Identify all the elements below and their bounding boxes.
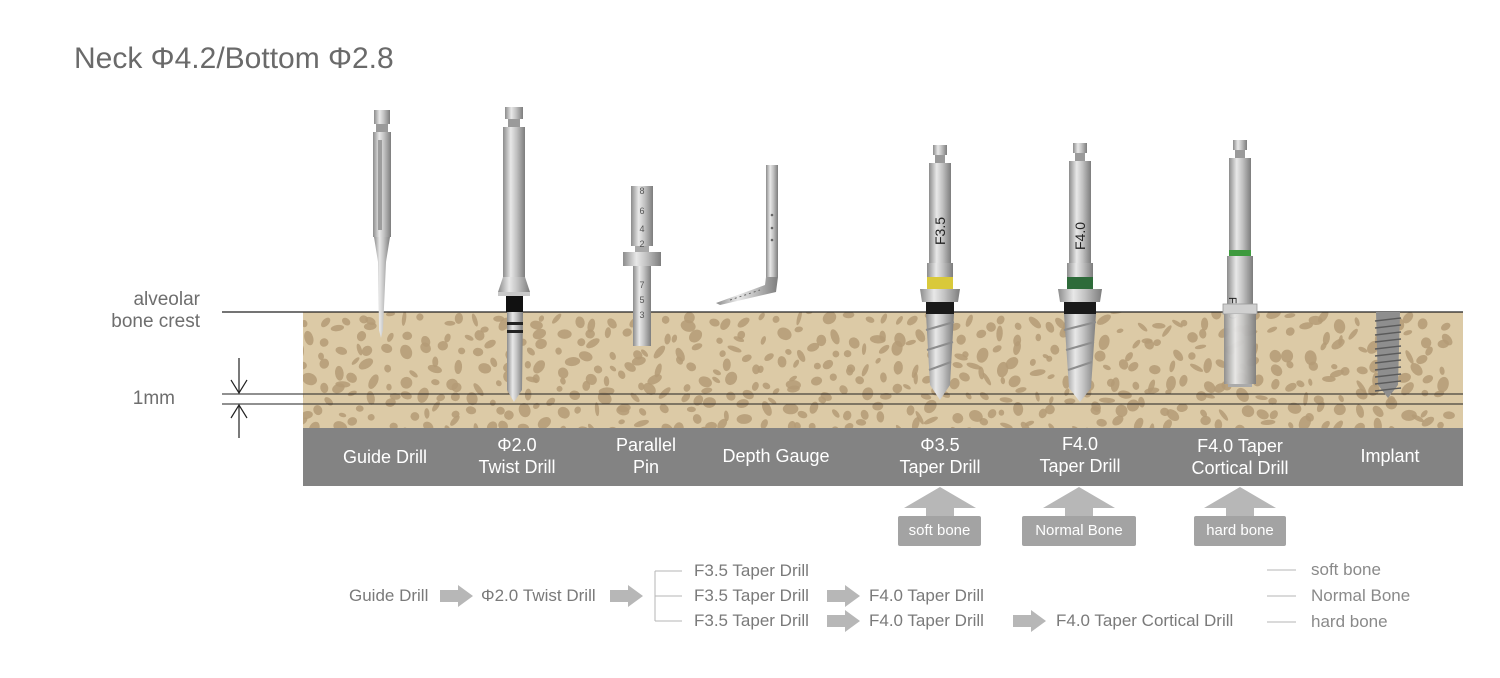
step-label-taper-drill-35: Φ3.5 Taper Drill [880, 434, 1000, 478]
flow-arrow-5 [1013, 610, 1046, 632]
up-arrow-soft [904, 487, 976, 516]
up-arrow-hard [1204, 487, 1276, 516]
crest-label: alveolar bone crest [60, 289, 200, 333]
pin-depth-mark: 5 [639, 295, 644, 305]
flow-arrow-2 [610, 585, 643, 607]
legend-normal-bone: Normal Bone [1311, 586, 1411, 605]
guide-drill-instrument [373, 110, 391, 338]
flow-arrow-3 [827, 585, 860, 607]
step-label-parallel-pin: Parallel Pin [596, 434, 696, 478]
step-label-line2: Taper Drill [1039, 456, 1121, 476]
flow-row2-step1: F3.5 Taper Drill [694, 586, 809, 605]
step-label-line1: Φ2.0 [497, 435, 537, 455]
step-label-depth-gauge: Depth Gauge [706, 445, 846, 467]
twist-drill-instrument [498, 107, 530, 402]
flow-row1-step1: F3.5 Taper Drill [694, 561, 809, 580]
taper-drill-35-instrument: F3.5 [920, 145, 960, 400]
page-title: Neck Φ4.2/Bottom Φ2.8 [74, 42, 394, 75]
pin-depth-mark: 4 [639, 224, 644, 234]
pin-depth-mark: 8 [639, 186, 644, 196]
pin-depth-mark: 3 [639, 310, 644, 320]
step-label-twist-drill: Φ2.0 Twist Drill [457, 434, 577, 478]
flow-guide-drill: Guide Drill [349, 586, 429, 605]
depth-gauge-instrument [716, 165, 778, 305]
depth-label: 1mm [132, 388, 175, 409]
cortical-drill-instrument: F4.0 [1222, 140, 1258, 387]
flow-bracket [654, 570, 682, 622]
flow-row2-step2: F4.0 Taper Drill [869, 586, 984, 605]
bone-tag-hard: hard bone [1194, 516, 1286, 546]
pin-depth-mark: 6 [639, 206, 644, 216]
step-label-implant: Implant [1340, 445, 1440, 467]
bone-block [303, 312, 1463, 428]
up-arrow-normal [1043, 487, 1115, 516]
step-label-line1: F4.0 [1061, 434, 1099, 454]
crest-label-line1: alveolar [133, 289, 200, 310]
legend-lines [1267, 569, 1296, 623]
pin-depth-mark: 7 [639, 280, 644, 290]
flow-row3-step1: F3.5 Taper Drill [694, 611, 809, 630]
legend-soft-bone: soft bone [1311, 560, 1381, 579]
step-label-line1: Parallel [615, 435, 677, 455]
step-label-taper-drill-40: F4.0 Taper Drill [1020, 433, 1140, 477]
implant-instrument [1374, 312, 1402, 398]
taper-drill-40-instrument: F4.0 [1058, 143, 1102, 402]
bone-tag-normal: Normal Bone [1022, 516, 1136, 546]
step-label-bar [303, 428, 1463, 486]
svg-text:F3.5: F3.5 [932, 217, 948, 245]
step-label-line1: F4.0 Taper [1197, 436, 1283, 456]
bone-tag-soft: soft bone [898, 516, 981, 546]
step-label-line2: Cortical Drill [1191, 458, 1289, 478]
step-label-guide-drill: Guide Drill [325, 446, 445, 468]
step-label-cortical-drill: F4.0 Taper Cortical Drill [1170, 435, 1310, 479]
svg-text:F4.0: F4.0 [1072, 222, 1088, 250]
parallel-pin-instrument: 8 6 4 2 7 5 3 [623, 186, 661, 346]
step-label-line2: Twist Drill [478, 457, 556, 477]
step-label-line1: Φ3.5 [920, 435, 960, 455]
flow-row3-step3: F4.0 Taper Cortical Drill [1056, 611, 1234, 630]
flow-arrow-1 [440, 585, 473, 607]
flow-row3-step2: F4.0 Taper Drill [869, 611, 984, 630]
step-label-line2: Pin [632, 457, 659, 477]
step-label-line2: Taper Drill [899, 457, 981, 477]
step-label-line1: Implant [1360, 446, 1420, 466]
pin-depth-mark: 2 [639, 239, 644, 249]
flow-twist-drill: Φ2.0 Twist Drill [481, 586, 596, 605]
crest-label-line2: bone crest [111, 311, 200, 332]
step-label-line1: Guide Drill [342, 447, 428, 467]
step-label-line1: Depth Gauge [722, 446, 830, 466]
legend-hard-bone: hard bone [1311, 612, 1388, 631]
flow-arrow-4 [827, 610, 860, 632]
depth-dimension-arrows [230, 358, 248, 438]
